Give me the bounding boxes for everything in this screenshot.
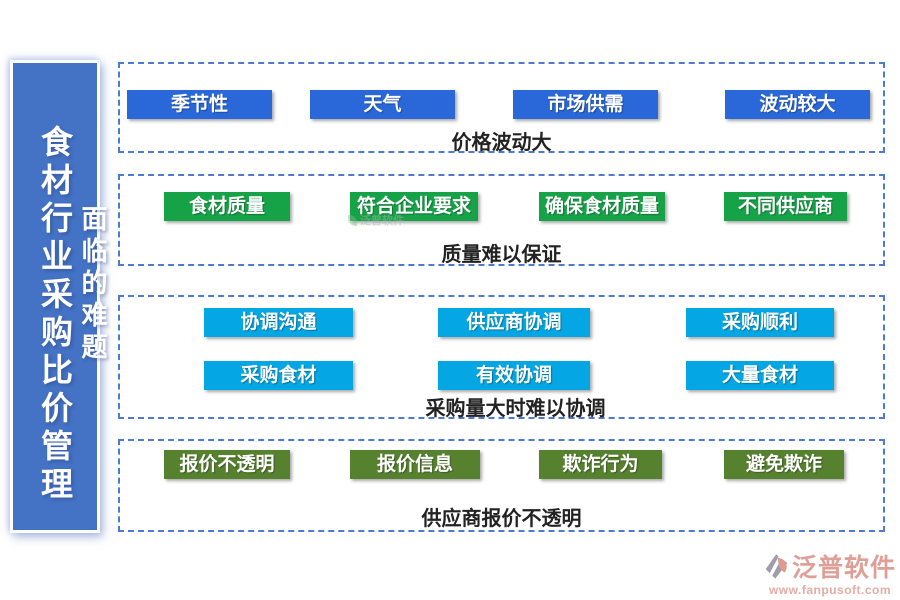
fanpu-logo: 泛普软件 www.fanpusoft.com (764, 548, 896, 597)
node-procure-ingredients: 采购食材 (204, 361, 353, 390)
node-effective-coordination: 有效协调 (438, 361, 590, 390)
node-ingredient-quality: 食材质量 (164, 192, 290, 221)
node-supplier-coordination: 供应商协调 (438, 308, 590, 337)
section-quote-transparency: 报价不透明 报价信息 欺诈行为 避免欺诈 供应商报价不透明 (118, 439, 885, 532)
brand-logo-icon (765, 553, 788, 579)
section-label-coordination: 采购量大时难以协调 (425, 398, 606, 420)
watermark: 泛普软件 (348, 212, 404, 228)
node-different-suppliers: 不同供应商 (724, 192, 847, 221)
sidebar-title-banner: 食材行业采购比价管理 面临的难题 (10, 60, 108, 533)
watermark-leaf-icon (348, 214, 357, 226)
section-quality-assurance: 食材质量 符合企业要求 确保食材质量 不同供应商 质量难以保证 (118, 174, 885, 266)
node-market-supply-demand: 市场供需 (513, 90, 658, 119)
node-coordination-communication: 协调沟通 (204, 308, 353, 337)
node-quote-information: 报价信息 (350, 450, 480, 479)
node-seasonality: 季节性 (127, 90, 272, 119)
section-label-quote-transparency: 供应商报价不透明 (421, 508, 582, 530)
page-subtitle: 面临的难题 (78, 205, 108, 365)
section-price-volatility: 季节性 天气 市场供需 波动较大 价格波动大 (118, 62, 885, 154)
brand-name: 泛普软件 (791, 555, 896, 582)
node-meet-enterprise-requirements: 符合企业要求 (350, 192, 478, 221)
node-smooth-procurement: 采购顺利 (686, 308, 834, 337)
watermark-text: 泛普软件 (360, 215, 404, 227)
node-fraud-behavior: 欺诈行为 (539, 450, 662, 479)
node-bulk-ingredients: 大量食材 (686, 361, 834, 390)
section-coordination: 协调沟通 供应商协调 采购顺利 采购食材 有效协调 大量食材 采购量大时难以协调 (118, 295, 885, 420)
section-label-price-volatility: 价格波动大 (451, 132, 552, 154)
node-avoid-fraud: 避免欺诈 (724, 450, 844, 479)
node-high-fluctuation: 波动较大 (725, 90, 870, 119)
page-title: 食材行业采购比价管理 (37, 125, 73, 505)
node-opaque-quotes: 报价不透明 (164, 450, 290, 479)
brand-url: www.fanpusoft.com (768, 583, 892, 597)
section-label-quality-assurance: 质量难以保证 (441, 244, 562, 266)
brand-row: 泛普软件 (764, 548, 896, 584)
node-ensure-ingredient-quality: 确保食材质量 (539, 192, 665, 221)
node-weather: 天气 (310, 90, 455, 119)
